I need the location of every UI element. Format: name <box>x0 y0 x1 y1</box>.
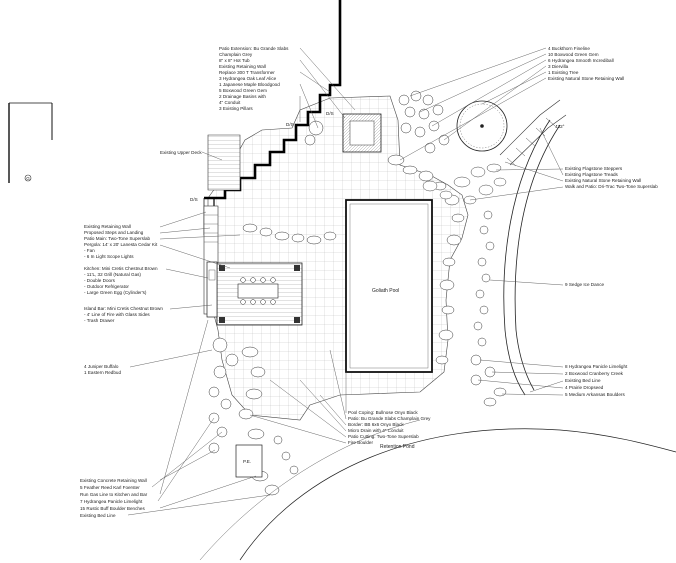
svg-text:D/S: D/S <box>326 111 334 116</box>
svg-text:7 Hydrangea Panicle Limelight: 7 Hydrangea Panicle Limelight <box>80 499 143 504</box>
bed-line-right <box>503 119 561 396</box>
label-bottom-left: Existing Concrete Retaining Wall 5 Feath… <box>80 319 271 518</box>
svg-text:4" Conduit: 4" Conduit <box>219 100 241 105</box>
svg-text:Pool Coping: Bullnose Onyx Bla: Pool Coping: Bullnose Onyx Black <box>348 410 418 415</box>
label-pool-coping: Pool Coping: Bullnose Onyx Black Patio: … <box>249 349 431 445</box>
svg-text:Existing Retaining Wall: Existing Retaining Wall <box>84 224 131 229</box>
svg-text:P.E.: P.E. <box>243 459 251 464</box>
svg-text:2 Drainage Basins with: 2 Drainage Basins with <box>219 94 266 99</box>
svg-text:- Fan: - Fan <box>84 248 95 253</box>
svg-text:1 Japanese Maple Bloodgood: 1 Japanese Maple Bloodgood <box>219 82 280 87</box>
svg-text:Patio: Bu Grande Slabs Champla: Patio: Bu Grande Slabs Champlain Grey <box>348 416 431 421</box>
svg-text:- Large Green Egg (Cylinder's: - Large Green Egg (Cylinder's) <box>84 290 147 295</box>
north-marker: G <box>24 174 32 182</box>
svg-text:3 Hydrangea Oak Leaf Alice: 3 Hydrangea Oak Leaf Alice <box>219 76 277 81</box>
pe-box: P.E. <box>235 444 263 478</box>
svg-text:15 Rustic Buff Boulder Benches: 15 Rustic Buff Boulder Benches <box>80 506 145 511</box>
label-hydrangea-right: 8 Hydrangea Panicle Limelight 2 Boxwood … <box>477 359 628 397</box>
shrubs-top <box>304 90 450 154</box>
house-walls <box>8 102 53 183</box>
label-flagstone: Existing Flagstone Steppers Existing Fla… <box>469 127 658 201</box>
svg-text:- Trash Drawer: - Trash Drawer <box>84 318 115 323</box>
svg-text:Existing Retaining Wall: Existing Retaining Wall <box>219 64 266 69</box>
label-kitchen: Kitchen: Mini Cretis Chestnut Brown - 11… <box>84 266 209 295</box>
label-patio-extension: Patio Extension: Bu Grande Slabs Champla… <box>219 46 356 129</box>
svg-text:3 Diervilla: 3 Diervilla <box>548 64 569 69</box>
svg-text:Existing Bed Line: Existing Bed Line <box>565 378 601 383</box>
svg-text:Existing Natural Stone Retaini: Existing Natural Stone Retaining Wall <box>548 76 624 81</box>
svg-text:Existing Flagstone Steppers: Existing Flagstone Steppers <box>565 166 623 171</box>
svg-text:5 Medium Arkansas Boulders: 5 Medium Arkansas Boulders <box>565 392 625 397</box>
svg-text:G: G <box>26 176 30 181</box>
svg-text:10 Boxwood Green Gem: 10 Boxwood Green Gem <box>548 52 599 57</box>
svg-text:5 Feather Reed Karl Foerster: 5 Feather Reed Karl Foerster <box>80 485 140 490</box>
svg-text:Patio Extension: Bu Grande Sla: Patio Extension: Bu Grande Slabs <box>219 46 289 51</box>
boulder-border <box>242 154 465 365</box>
label-steps: Existing Retaining Wall Proposed Steps a… <box>84 211 241 269</box>
svg-text:Patio Cutting: Two-Tone Supers: Patio Cutting: Two-Tone Superslab <box>348 434 419 439</box>
svg-text:Border: BB 6x6 Onyx Black: Border: BB 6x6 Onyx Black <box>348 422 404 427</box>
pool-label: Goliath Pool <box>372 288 399 294</box>
label-sedge: 9 Sedge Ice Dance <box>489 279 605 287</box>
svg-text:- Double Doors: - Double Doors <box>84 278 116 283</box>
svg-text:Proposed Steps and Landing: Proposed Steps and Landing <box>84 230 144 235</box>
patio-table <box>237 277 279 305</box>
plants-right <box>470 210 507 407</box>
svg-text:432°: 432° <box>555 124 565 129</box>
svg-text:D/S: D/S <box>190 197 198 202</box>
svg-text:3 Existing Pillars: 3 Existing Pillars <box>219 106 253 111</box>
svg-text:- 6 In Light Scope Lights: - 6 In Light Scope Lights <box>84 254 134 259</box>
existing-tree <box>456 100 508 152</box>
label-top-right: 4 Buckthorn Fineline 10 Boxwood Green Ge… <box>399 46 624 161</box>
hot-tub <box>342 113 382 153</box>
flagstone-walk <box>422 163 507 205</box>
outdoor-kitchen <box>206 261 218 318</box>
svg-text:6 Hydrangea Smooth Incrediball: 6 Hydrangea Smooth Incrediball <box>548 58 614 63</box>
svg-text:Existing Concrete Retaining Wa: Existing Concrete Retaining Wall <box>80 478 147 483</box>
flagstone-treads <box>499 99 567 167</box>
svg-text:4 Buckthorn Fineline: 4 Buckthorn Fineline <box>548 46 590 51</box>
svg-text:Existing Natural Stone Retaini: Existing Natural Stone Retaining Wall <box>565 178 641 183</box>
svg-text:Pergola: 14' x 20' Lanesta Ced: Pergola: 14' x 20' Lanesta Cedar Kit <box>84 242 158 247</box>
svg-text:- 4' Line of Fire with Glass S: - 4' Line of Fire with Glass Sides <box>84 312 150 317</box>
label-island: Island Bar: Mini Cretis Chestnut Brown -… <box>84 304 213 323</box>
upper-deck <box>207 134 241 191</box>
svg-text:Replace 300 T Transformer: Replace 300 T Transformer <box>219 70 275 75</box>
svg-text:5 Boxwood Green Gem: 5 Boxwood Green Gem <box>219 88 267 93</box>
svg-text:4 Prairie Dropseed: 4 Prairie Dropseed <box>565 385 604 390</box>
svg-text:Run Gas Line to Kitchen and Ba: Run Gas Line to Kitchen and Bar <box>80 492 148 497</box>
svg-text:8" x 8" Hot Tub: 8" x 8" Hot Tub <box>219 58 250 63</box>
svg-text:Patio Main: Two-Tone Superslab: Patio Main: Two-Tone Superslab <box>84 236 150 241</box>
svg-text:4 Juniper Buffalo: 4 Juniper Buffalo <box>84 364 119 369</box>
svg-text:9 Sedge Ice Dance: 9 Sedge Ice Dance <box>565 282 605 287</box>
svg-text:Kitchen: Mini Cretis Chestnut: Kitchen: Mini Cretis Chestnut Brown <box>84 266 158 271</box>
svg-text:Fire Boulder: Fire Boulder <box>348 440 373 445</box>
label-upper-deck: Existing Upper Deck <box>160 150 223 161</box>
svg-text:Island Bar: Mini Cretis Chestn: Island Bar: Mini Cretis Chestnut Brown <box>84 306 163 311</box>
svg-text:Existing Bed Line: Existing Bed Line <box>80 513 116 518</box>
svg-text:Champlain Grey: Champlain Grey <box>219 52 253 57</box>
svg-text:8 Hydrangea Panicle Limelight: 8 Hydrangea Panicle Limelight <box>565 364 628 369</box>
svg-text:Micro Drain with 4" Conduit: Micro Drain with 4" Conduit <box>348 428 404 433</box>
svg-text:2 Boxwood Cranberry Creek: 2 Boxwood Cranberry Creek <box>565 371 624 376</box>
svg-text:1 Eastern Redbud: 1 Eastern Redbud <box>84 370 121 375</box>
svg-text:- Outdoor Refrigerator: - Outdoor Refrigerator <box>84 284 129 289</box>
ds-markers: D/S D/S D/S 432° <box>190 111 565 202</box>
retention-pond: Retention Pond <box>199 419 676 561</box>
svg-text:D/S: D/S <box>286 122 294 127</box>
svg-text:Existing Upper Deck: Existing Upper Deck <box>160 150 202 155</box>
label-juniper: 4 Juniper Buffalo 1 Eastern Redbud <box>84 349 213 375</box>
svg-text:- 11'L, 32 Grill (Natural Gas): - 11'L, 32 Grill (Natural Gas) <box>84 272 141 277</box>
svg-text:Walk and Patio: Dri-Trac Two-T: Walk and Patio: Dri-Trac Two-Tone Supers… <box>565 184 658 189</box>
svg-text:1 Existing Tree: 1 Existing Tree <box>548 70 579 75</box>
svg-text:Existing Flagstone Treads: Existing Flagstone Treads <box>565 172 619 177</box>
pond-label: Retention Pond <box>380 444 415 450</box>
pool: Goliath Pool <box>345 199 433 373</box>
